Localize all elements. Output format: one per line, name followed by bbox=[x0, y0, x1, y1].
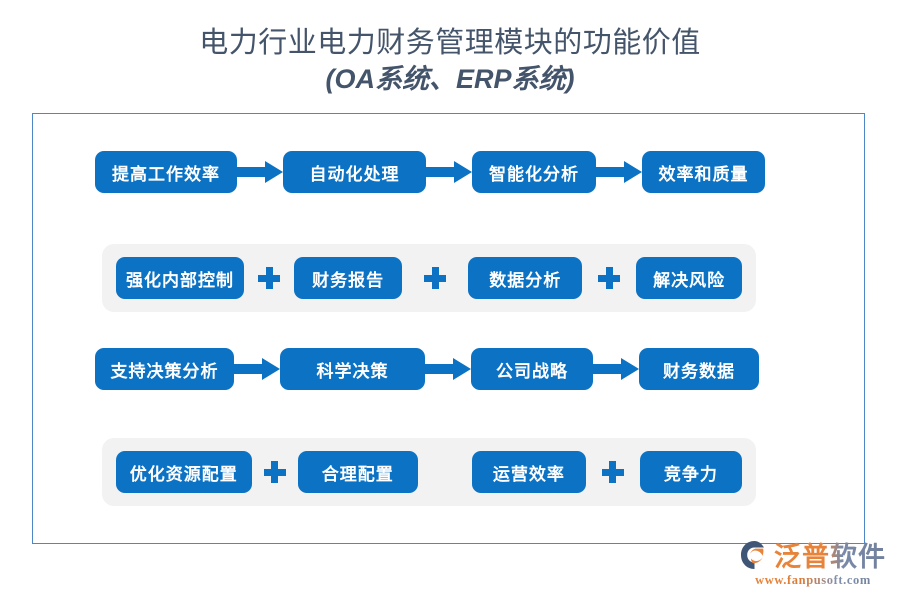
right-arrow-icon bbox=[426, 161, 472, 183]
flow-box[interactable]: 科学决策 bbox=[280, 348, 425, 390]
flow-box[interactable]: 支持决策分析 bbox=[95, 348, 234, 390]
plus-icon bbox=[262, 459, 288, 485]
brand-name: 泛普软件 bbox=[774, 535, 886, 574]
right-arrow-icon bbox=[596, 161, 642, 183]
diagram-row-4: 优化资源配置 合理配置 运营效率 竞争力 bbox=[102, 438, 756, 506]
flow-box[interactable]: 解决风险 bbox=[636, 257, 742, 299]
right-arrow-icon bbox=[593, 358, 639, 380]
flow-box[interactable]: 智能化分析 bbox=[472, 151, 596, 193]
flow-box[interactable]: 公司战略 bbox=[471, 348, 593, 390]
diagram-row-2: 强化内部控制 财务报告 数据分析 解决风险 bbox=[102, 244, 756, 312]
diagram-row-1: 提高工作效率 自动化处理 智能化分析 效率和质量 bbox=[95, 150, 795, 194]
flow-box[interactable]: 优化资源配置 bbox=[116, 451, 252, 493]
flow-box[interactable]: 数据分析 bbox=[468, 257, 583, 299]
page-title: 电力行业电力财务管理模块的功能价值 (OA系统、ERP系统) bbox=[0, 0, 900, 96]
fanpu-swoosh-logo-icon bbox=[740, 540, 770, 570]
plus-icon bbox=[596, 265, 622, 291]
flow-box[interactable]: 财务数据 bbox=[639, 348, 759, 390]
right-arrow-icon bbox=[237, 161, 283, 183]
flow-box[interactable]: 提高工作效率 bbox=[95, 151, 237, 193]
flow-box[interactable]: 强化内部控制 bbox=[116, 257, 244, 299]
page-title-line-2: (OA系统、ERP系统) bbox=[325, 64, 575, 95]
right-arrow-icon bbox=[425, 358, 471, 380]
flow-box[interactable]: 自动化处理 bbox=[283, 151, 426, 193]
right-arrow-icon bbox=[234, 358, 280, 380]
plus-icon bbox=[256, 265, 282, 291]
flow-box[interactable]: 效率和质量 bbox=[642, 151, 765, 193]
plus-icon bbox=[600, 459, 626, 485]
flow-box[interactable]: 合理配置 bbox=[297, 451, 418, 493]
brand-logo: 泛普软件 www.fanpusoft.com bbox=[740, 535, 886, 588]
brand-url: www.fanpusoft.com bbox=[755, 573, 871, 587]
plus-icon bbox=[422, 265, 448, 291]
diagram-frame: 提高工作效率 自动化处理 智能化分析 效率和质量 强化内部控制 财务报告 数据分… bbox=[32, 113, 865, 544]
page-title-line-1: 电力行业电力财务管理模块的功能价值 bbox=[199, 27, 701, 59]
diagram-row-3: 支持决策分析 科学决策 公司战略 财务数据 bbox=[95, 347, 795, 391]
flow-box[interactable]: 竞争力 bbox=[639, 451, 742, 493]
flow-box[interactable]: 运营效率 bbox=[471, 451, 586, 493]
flow-box[interactable]: 财务报告 bbox=[294, 257, 403, 299]
